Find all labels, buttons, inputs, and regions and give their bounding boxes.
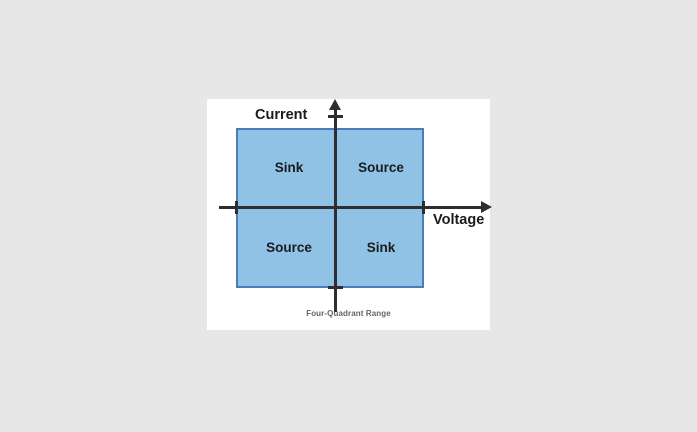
- figure-card: Current Voltage Sink Source Source Sink …: [207, 99, 492, 330]
- current-axis-tick-top: [328, 115, 343, 118]
- quadrant-label-upper-right: Source: [358, 160, 404, 175]
- arrow-right-icon: [481, 201, 492, 213]
- arrow-up-icon: [329, 99, 341, 110]
- voltage-axis-label: Voltage: [433, 212, 485, 228]
- quadrant-label-upper-left: Sink: [274, 160, 304, 175]
- voltage-axis-line: [219, 206, 483, 209]
- quadrant-label-lower-right: Sink: [366, 240, 396, 255]
- current-axis-tick-bottom: [328, 286, 343, 289]
- current-axis-label: Current: [255, 107, 308, 123]
- quadrant-label-lower-left: Source: [266, 240, 312, 255]
- current-axis-line: [334, 107, 337, 312]
- voltage-axis-tick-right: [422, 201, 425, 214]
- figure-caption: Four-Quadrant Range: [306, 309, 391, 318]
- voltage-axis-tick-left: [235, 201, 238, 214]
